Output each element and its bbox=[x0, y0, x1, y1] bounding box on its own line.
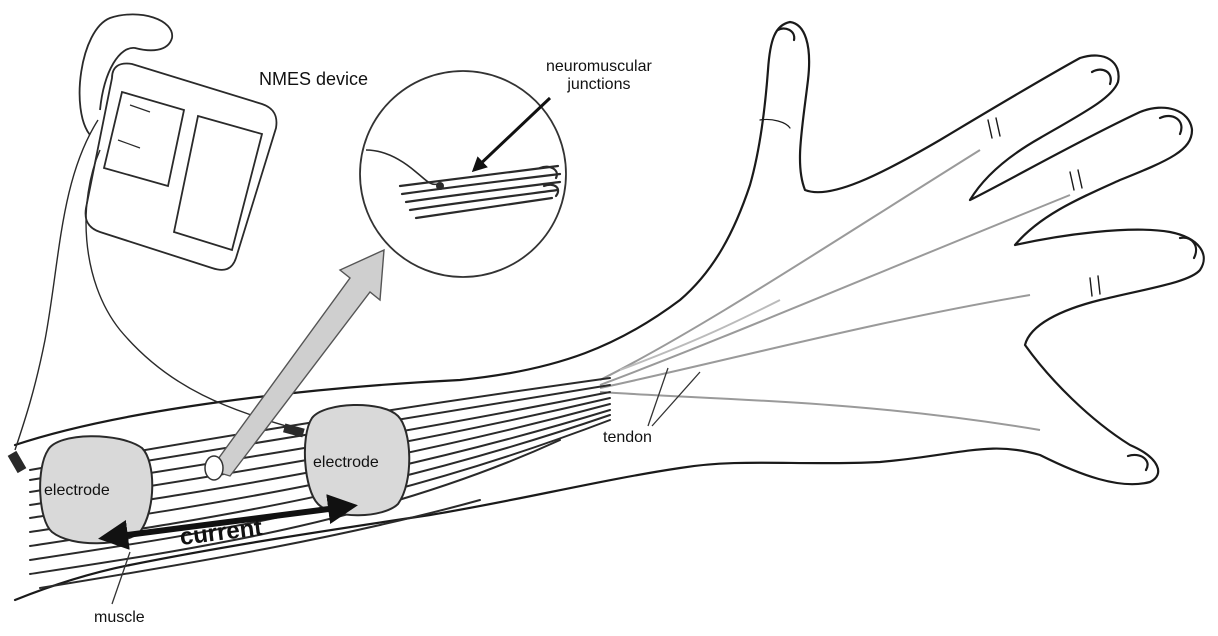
tendon-label: tendon bbox=[603, 429, 652, 447]
nmes-device bbox=[86, 64, 277, 270]
wire-plug-left bbox=[8, 451, 27, 473]
electrode-right-label: electrode bbox=[313, 454, 379, 472]
electrode-left-label: electrode bbox=[44, 482, 110, 500]
nmj-label-line2: junctions bbox=[546, 76, 652, 94]
nmj-label-line1: neuromuscular bbox=[546, 58, 652, 76]
muscle-label: muscle bbox=[94, 609, 145, 627]
zoom-circle bbox=[360, 71, 566, 277]
nmj-label: neuromuscular junctions bbox=[546, 58, 652, 95]
device-label: NMES device bbox=[259, 69, 368, 90]
tendons bbox=[600, 150, 1070, 430]
